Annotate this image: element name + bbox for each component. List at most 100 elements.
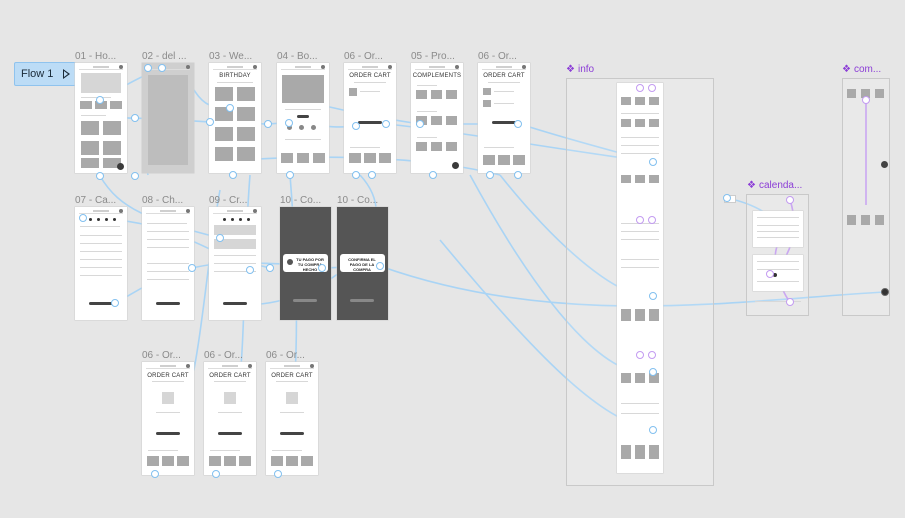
- frame-order-cart-3[interactable]: ORDER CART: [142, 362, 194, 475]
- connection-handle[interactable]: [376, 262, 384, 270]
- connection-handle[interactable]: [212, 470, 220, 478]
- frame-title-03[interactable]: 03 - We...: [209, 51, 253, 62]
- frame-complements[interactable]: COMPLEMENTS: [411, 63, 463, 173]
- frame-order-cart-2[interactable]: ORDER CART: [478, 63, 530, 173]
- connection-handle[interactable]: [352, 122, 360, 130]
- order-cart-heading-2: ORDER CART: [483, 73, 525, 79]
- frame-order-cart-5[interactable]: ORDER CART: [266, 362, 318, 475]
- connection-handle[interactable]: [636, 216, 644, 224]
- frame-purchase-done[interactable]: TU PAGO POR TU COMPRA HECHO: [280, 207, 331, 320]
- confirm-payment-message: CONFIRMA EL PAGO DE LA COMPRA: [348, 257, 376, 272]
- connection-handle[interactable]: [79, 214, 87, 222]
- frame-bouquet[interactable]: [277, 63, 329, 173]
- frame-birthday[interactable]: BIRTHDAY: [209, 63, 261, 173]
- connection-handle[interactable]: [514, 171, 522, 179]
- frame-title-07[interactable]: 07 - Ca...: [75, 195, 117, 206]
- connection-handle[interactable]: [382, 120, 390, 128]
- connection-handle[interactable]: [786, 196, 794, 204]
- connection-handle[interactable]: [226, 104, 234, 112]
- connection-handle[interactable]: [723, 194, 731, 202]
- calendar-month-2[interactable]: [753, 255, 803, 291]
- frame-delivery[interactable]: [142, 63, 194, 173]
- component-icon: ❖: [566, 64, 575, 75]
- calendar-month-1[interactable]: [753, 211, 803, 247]
- connection-handle[interactable]: [352, 171, 360, 179]
- frame-checkout[interactable]: [142, 207, 194, 320]
- birthday-heading: BIRTHDAY: [219, 73, 251, 79]
- frame-credit-card[interactable]: [209, 207, 261, 320]
- connection-handle[interactable]: [286, 171, 294, 179]
- connection-handle[interactable]: [151, 470, 159, 478]
- connection-handle[interactable]: [429, 171, 437, 179]
- connection-handle[interactable]: [131, 114, 139, 122]
- connection-handle[interactable]: [96, 172, 104, 180]
- section-calendar[interactable]: [746, 194, 809, 316]
- connection-handle[interactable]: [368, 171, 376, 179]
- frame-title-06b[interactable]: 06 - Or...: [478, 51, 517, 62]
- frame-title-08[interactable]: 08 - Ch...: [142, 195, 184, 206]
- connection-handle[interactable]: [862, 96, 870, 104]
- connection-handle[interactable]: [649, 292, 657, 300]
- connection-handle[interactable]: [285, 119, 293, 127]
- connection-handle[interactable]: [264, 120, 272, 128]
- connection-handle[interactable]: [649, 368, 657, 376]
- connection-handle[interactable]: [881, 288, 889, 296]
- frame-title-10b[interactable]: 10 - Co...: [337, 195, 379, 206]
- frame-order-cart-1[interactable]: ORDER CART: [344, 63, 396, 173]
- connection-handle[interactable]: [206, 118, 214, 126]
- section-title-calendar[interactable]: ❖ calenda...: [747, 180, 803, 191]
- connection-handle[interactable]: [158, 64, 166, 72]
- frame-title-04[interactable]: 04 - Bo...: [277, 51, 318, 62]
- order-cart-heading-5: ORDER CART: [271, 373, 313, 379]
- connection-handle[interactable]: [636, 351, 644, 359]
- flow-label: Flow 1: [21, 68, 54, 80]
- connection-handle[interactable]: [111, 299, 119, 307]
- section-title-complements[interactable]: ❖ com...: [842, 64, 882, 75]
- connection-handle[interactable]: [648, 216, 656, 224]
- connection-handle[interactable]: [188, 264, 196, 272]
- connection-handle[interactable]: [216, 234, 224, 242]
- connection-handle[interactable]: [649, 426, 657, 434]
- frame-title-02[interactable]: 02 - del ...: [142, 51, 187, 62]
- order-cart-heading-3: ORDER CART: [147, 373, 189, 379]
- section-title-info[interactable]: ❖ info: [566, 64, 595, 75]
- frame-title-06c[interactable]: 06 - Or...: [142, 350, 181, 361]
- order-cart-heading-4: ORDER CART: [209, 373, 251, 379]
- frame-title-09[interactable]: 09 - Cr...: [209, 195, 248, 206]
- connection-handle[interactable]: [636, 84, 644, 92]
- order-cart-heading-1: ORDER CART: [349, 73, 391, 79]
- connection-handle[interactable]: [486, 171, 494, 179]
- section-info[interactable]: [566, 78, 714, 486]
- flow-starting-point[interactable]: Flow 1: [14, 62, 76, 86]
- frame-order-cart-4[interactable]: ORDER CART: [204, 362, 256, 475]
- connection-handle[interactable]: [648, 84, 656, 92]
- connection-handle[interactable]: [649, 158, 657, 166]
- connection-handle[interactable]: [96, 96, 104, 104]
- connection-handle[interactable]: [266, 264, 274, 272]
- frame-title-06a[interactable]: 06 - Or...: [344, 51, 383, 62]
- connection-handle[interactable]: [786, 298, 794, 306]
- connection-handle[interactable]: [144, 64, 152, 72]
- info-long-frame[interactable]: [617, 83, 663, 473]
- complements-heading: COMPLEMENTS: [412, 73, 462, 79]
- frame-cart-form[interactable]: [75, 207, 127, 320]
- connection-handle[interactable]: [416, 120, 424, 128]
- frame-title-06d[interactable]: 06 - Or...: [204, 350, 243, 361]
- section-complements[interactable]: [842, 78, 890, 316]
- connection-handle[interactable]: [514, 120, 522, 128]
- connection-handle[interactable]: [648, 351, 656, 359]
- frame-title-01[interactable]: 01 - Ho...: [75, 51, 117, 62]
- connection-handle[interactable]: [131, 172, 139, 180]
- connection-handle[interactable]: [318, 264, 326, 272]
- connection-handle[interactable]: [766, 270, 774, 278]
- component-icon: ❖: [747, 180, 756, 191]
- frame-home[interactable]: [75, 63, 127, 173]
- play-icon[interactable]: [63, 69, 71, 79]
- connection-handle[interactable]: [246, 266, 254, 274]
- frame-title-06e[interactable]: 06 - Or...: [266, 350, 305, 361]
- connection-handle[interactable]: [274, 470, 282, 478]
- frame-title-10a[interactable]: 10 - Co...: [280, 195, 322, 206]
- frame-title-05[interactable]: 05 - Pro...: [411, 51, 455, 62]
- connection-handle[interactable]: [229, 171, 237, 179]
